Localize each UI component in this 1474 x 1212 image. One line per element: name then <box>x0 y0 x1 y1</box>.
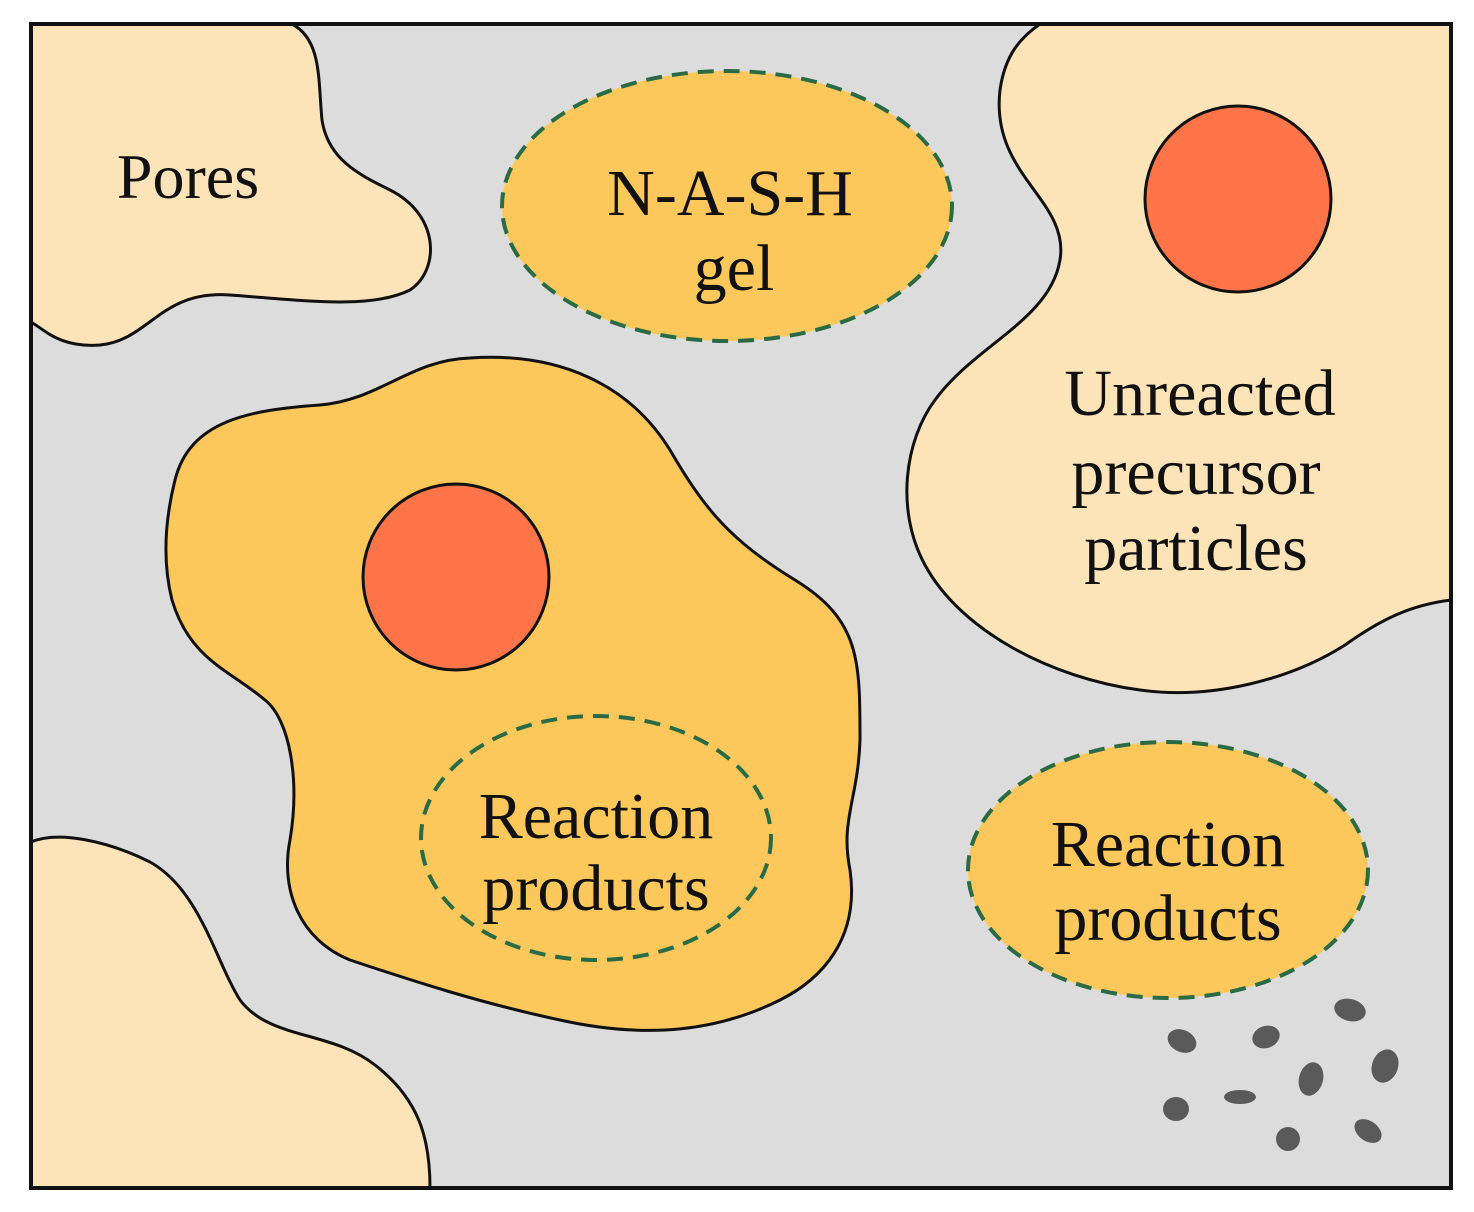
speck <box>1252 1025 1280 1049</box>
label-nash-line2: gel <box>694 232 775 305</box>
label-reaction-inner-line2: products <box>482 852 709 925</box>
speck <box>1167 1029 1197 1053</box>
speck-cluster <box>1163 998 1399 1151</box>
speck <box>1371 1049 1399 1083</box>
label-pores: Pores <box>117 141 259 212</box>
label-reaction-inner-line1: Reaction <box>479 780 714 853</box>
label-reaction-right-line2: products <box>1054 882 1281 955</box>
pore-top-left <box>29 22 432 347</box>
precursor-particle-center <box>361 482 551 672</box>
label-unreacted-line3: particles <box>1084 512 1308 585</box>
speck <box>1298 1062 1324 1096</box>
label-unreacted-line2: precursor <box>1071 436 1320 509</box>
nash-gel-ellipse <box>500 69 954 343</box>
speck <box>1163 1097 1189 1121</box>
label-unreacted-line1: Unreacted <box>1064 357 1335 430</box>
reaction-products-inner-ellipse <box>419 714 773 962</box>
speck <box>1334 998 1366 1022</box>
frame-border <box>29 22 1453 1190</box>
pore-bottom-left <box>29 835 432 1190</box>
speck <box>1224 1090 1256 1104</box>
reaction-products-right-ellipse <box>966 740 1370 1000</box>
speck <box>1276 1127 1300 1151</box>
precursor-particle-top-right <box>1143 104 1333 294</box>
gel-region-large <box>164 355 862 1032</box>
speck <box>1354 1119 1382 1143</box>
label-reaction-right-line1: Reaction <box>1051 808 1286 881</box>
label-nash-line1: N-A-S-H <box>607 157 853 230</box>
